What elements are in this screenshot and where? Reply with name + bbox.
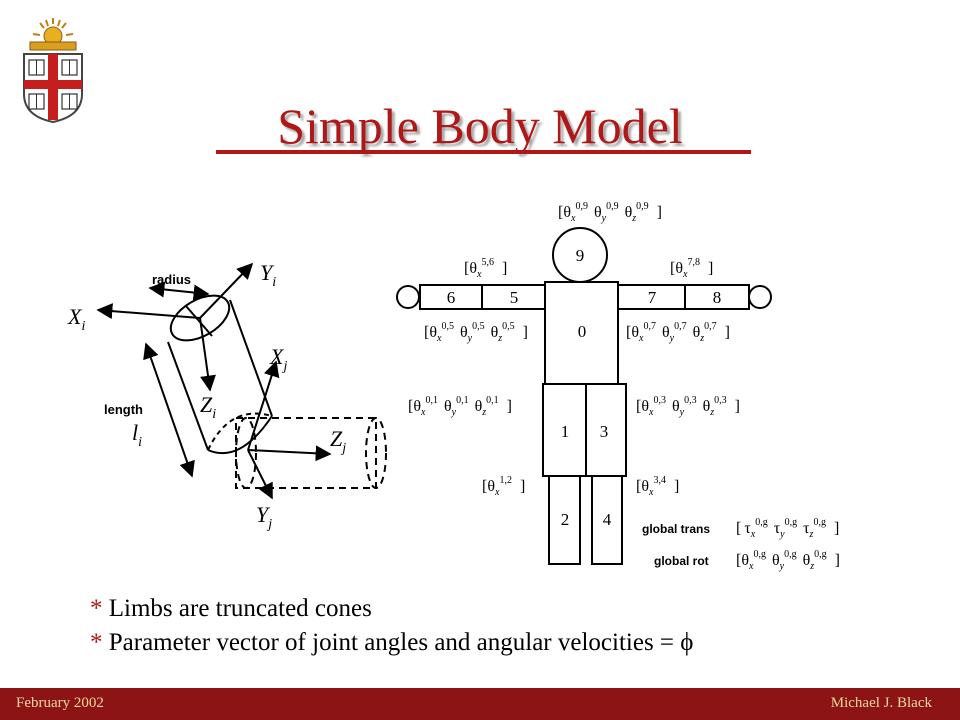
svg-text:8: 8: [713, 288, 722, 307]
param-left-knee: [θx3,4]: [636, 475, 679, 498]
bullet-list: * Limbs are truncated cones * Parameter …: [90, 592, 910, 660]
segment-3-thigh-left: [585, 383, 627, 477]
segment-6-lower-arm-right: [419, 284, 483, 310]
svg-text:0: 0: [578, 322, 587, 341]
length-label: length: [104, 402, 143, 417]
param-right-elbow: [θx5,6]: [464, 257, 507, 280]
param-right-knee: [θx1,2]: [482, 475, 525, 498]
global-trans-label: global trans: [642, 522, 710, 536]
segment-7-upper-arm-left: [617, 284, 686, 310]
x-i-label: Xi: [67, 304, 85, 334]
global-rot-label: global rot: [654, 554, 709, 568]
bullet-marker: *: [90, 595, 103, 622]
svg-text:6: 6: [447, 288, 456, 307]
cylinder-frame-diagram: radius length li Yi Xi Zi Xj Zj Yj: [67, 260, 387, 532]
param-left-elbow: [θx7,8]: [670, 257, 713, 280]
radius-label: radius: [152, 272, 191, 287]
segment-2-shin-right: [548, 475, 581, 565]
y-i-label: Yi: [260, 260, 276, 290]
svg-text:1: 1: [561, 422, 570, 441]
z-i-label: Zi: [200, 392, 216, 422]
segment-1-thigh-right: [542, 383, 587, 477]
segment-5-upper-arm-right: [481, 284, 546, 310]
y-j-label: Yj: [256, 502, 272, 532]
length-var-label: li: [132, 420, 142, 450]
title-underline: [216, 150, 751, 154]
svg-text:7: 7: [648, 288, 657, 307]
svg-text:4: 4: [603, 510, 612, 529]
slide-title: Simple Body Model: [277, 98, 683, 154]
x-j-label: Xj: [269, 344, 287, 374]
segment-8-lower-arm-left: [684, 284, 750, 310]
bullet-item: * Parameter vector of joint angles and a…: [90, 629, 694, 656]
svg-text:3: 3: [600, 422, 609, 441]
footer-date: February 2002: [16, 695, 104, 711]
bullet-marker: *: [90, 629, 103, 656]
svg-text:5: 5: [510, 288, 519, 307]
z-j-label: Zj: [330, 426, 346, 456]
university-shield-logo: [23, 18, 83, 124]
footer-author: Michael J. Black: [830, 695, 932, 711]
bullet-item: * Limbs are truncated cones: [90, 595, 372, 622]
svg-text:9: 9: [576, 246, 585, 265]
footer-bar: February 2002 Michael J. Black: [0, 688, 960, 720]
svg-text:2: 2: [561, 510, 570, 529]
segment-4-shin-left: [591, 475, 623, 565]
